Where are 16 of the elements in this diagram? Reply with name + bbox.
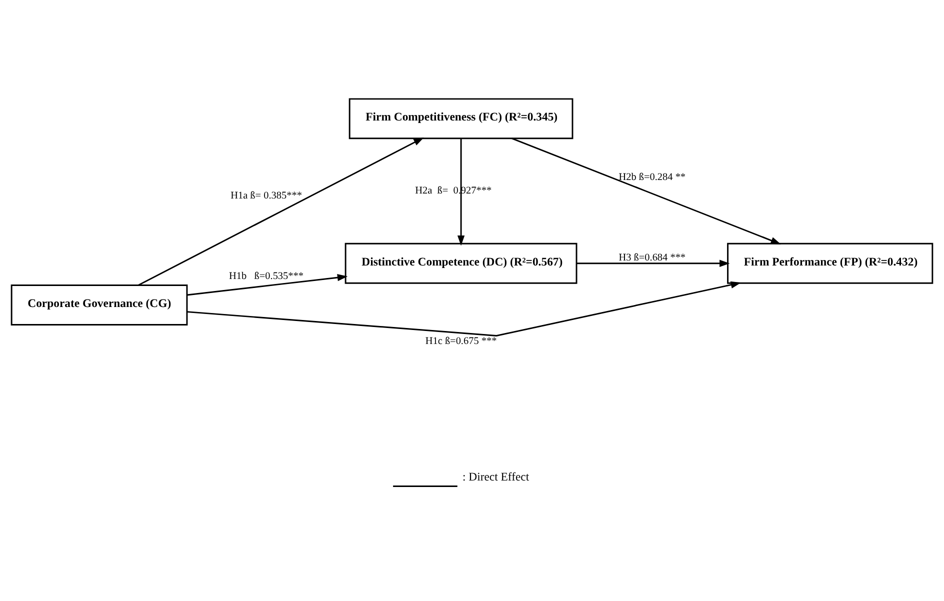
arrow [576, 259, 730, 266]
arrow [187, 280, 742, 336]
arrow [457, 138, 465, 246]
edge-label: H2b ß=0.284 ** [618, 172, 686, 183]
arrow [512, 137, 782, 244]
node-box: Corporate Governance (CG) [10, 284, 188, 325]
edge-label: H3 ß=0.684 *** [618, 252, 686, 264]
edge-label: H1a ß= 0.385*** [230, 190, 302, 201]
arrow [138, 136, 424, 286]
node-box: Distinctive Competence (DC) (R²=0.567) [344, 242, 578, 284]
legend-label: : Direct Effect [462, 470, 530, 483]
arrow [186, 274, 348, 296]
node-box: Firm Performance (FP) (R²=0.432) [727, 242, 934, 284]
node-box: Firm Competitiveness (FC) (R²=0.345) [348, 98, 574, 139]
edge-label: H1b ß=0.535*** [229, 270, 304, 282]
edge-label: H1c ß=0.675 *** [425, 335, 497, 346]
